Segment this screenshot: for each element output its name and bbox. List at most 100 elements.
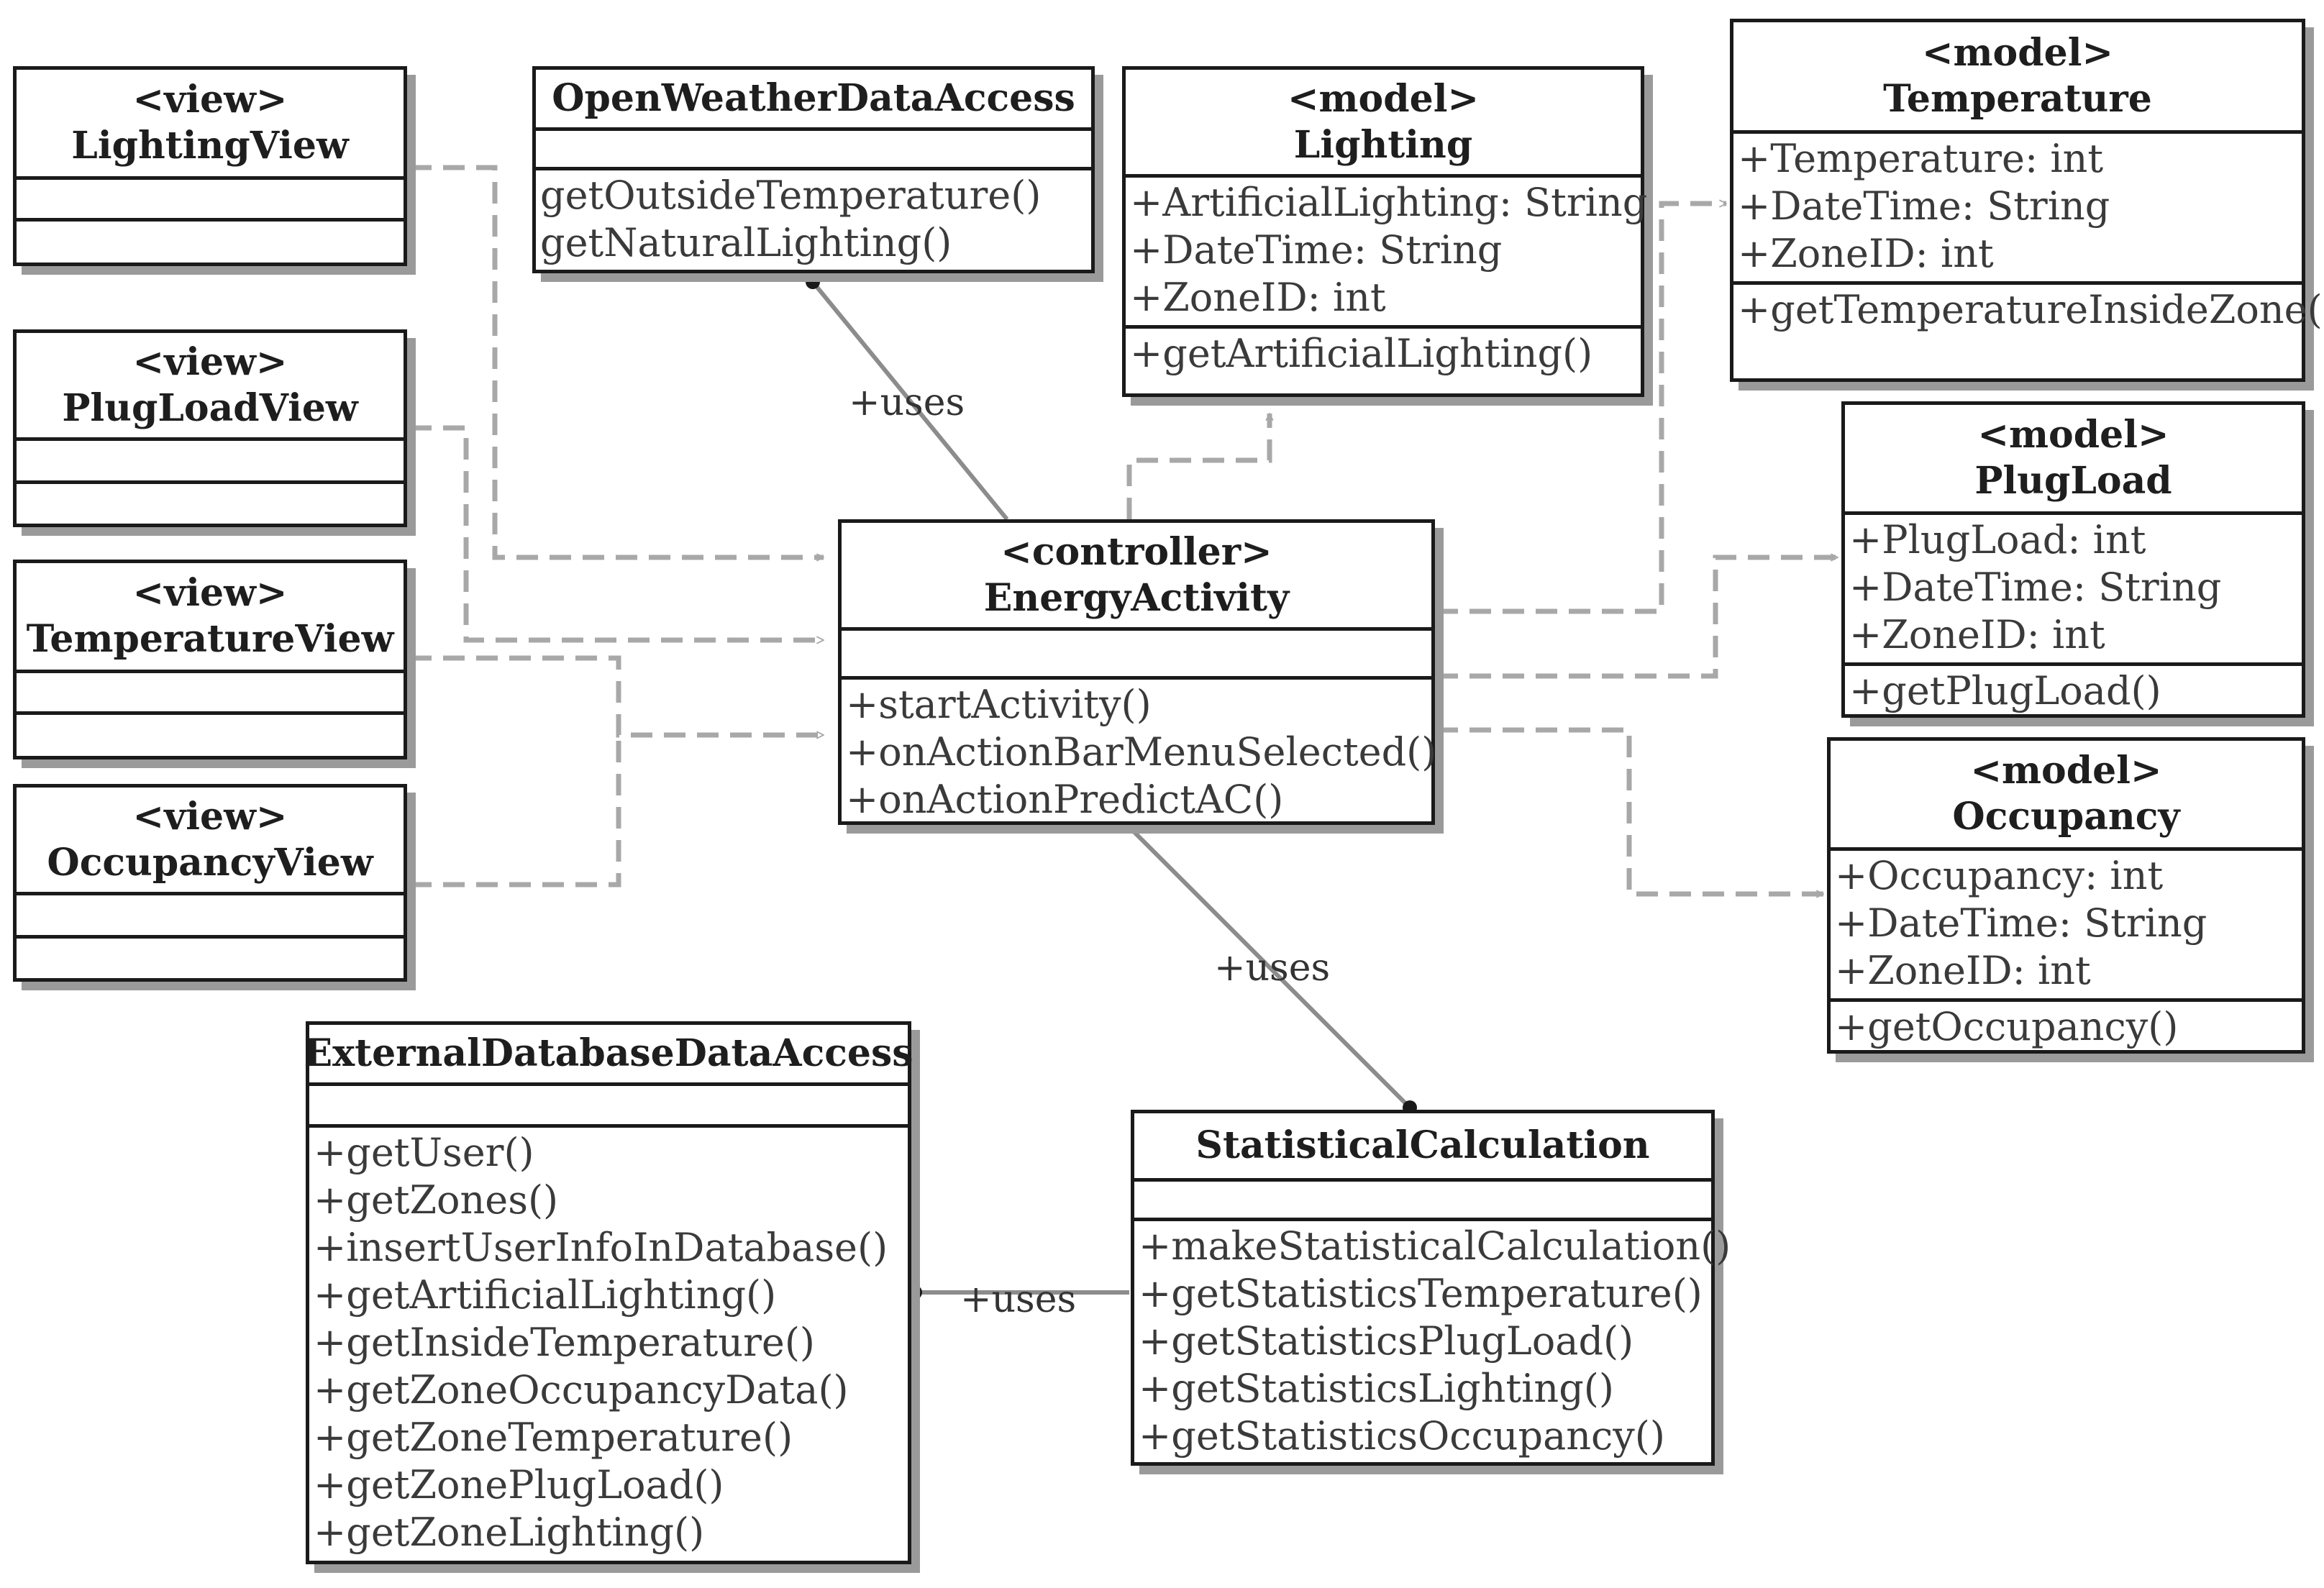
class-stereotype: <view> (132, 794, 288, 839)
class-name: Occupancy (1952, 795, 2180, 839)
class-name: OccupancyView (47, 840, 373, 885)
class-stereotype: <model> (1970, 749, 2162, 793)
class-name: TemperatureView (26, 617, 394, 661)
dependency-energyactivity-to-lighting (1126, 414, 1270, 519)
class-name: ExternalDatabaseDataAccess (304, 1031, 913, 1075)
association-end-dot (908, 1285, 922, 1300)
methods-section: +makeStatisticalCalculation() +getStatis… (1134, 1218, 1731, 1461)
class-name: OpenWeatherDataAccess (552, 76, 1075, 120)
class-lighting-model: <model> Lighting +ArtificialLighting: St… (1122, 66, 1648, 397)
association-energyactivity-openweather (811, 280, 1009, 521)
method: +getZones() (314, 1177, 559, 1223)
association-label-uses-weather: +uses (849, 381, 965, 424)
attribute: +DateTime: String (1130, 227, 1503, 273)
method: +getZoneTemperature() (314, 1415, 793, 1460)
method: getNaturalLighting() (540, 220, 952, 265)
methods-section: getOutsideTemperature() getNaturalLighti… (536, 167, 1091, 268)
attributes-section: +ArtificialLighting: String +DateTime: S… (1126, 174, 1648, 325)
methods-section (17, 218, 404, 263)
association-label-uses-statistics: +uses (1214, 946, 1331, 990)
association-end-dot (806, 275, 820, 289)
attributes-section: +Temperature: int +DateTime: String +Zon… (1733, 130, 2302, 281)
class-name: PlugLoadView (62, 385, 358, 430)
methods-section: +getOccupancy() (1831, 998, 2302, 1052)
dependency-energyactivity-to-plugload (1436, 557, 1838, 679)
class-stereotype: <view> (132, 571, 288, 615)
class-energy-activity-controller: <controller> EnergyActivity +startActivi… (838, 519, 1437, 825)
method: +getZoneLighting() (314, 1510, 705, 1555)
class-name: Lighting (1293, 122, 1473, 167)
method: +insertUserInfoInDatabase() (314, 1225, 888, 1270)
class-statistical-calculation: StatisticalCalculation +makeStatisticalC… (1131, 1110, 1731, 1466)
method: +getStatisticsLighting() (1139, 1366, 1614, 1411)
attributes-section (1134, 1178, 1711, 1218)
method: +getZonePlugLoad() (314, 1462, 724, 1507)
association-energyactivity-statistical (1127, 825, 1412, 1110)
dependency-energyactivity-to-temperature (1436, 204, 1726, 614)
methods-section: +getTemperatureInsideZone() (1733, 281, 2324, 335)
method: +getUser() (314, 1130, 534, 1175)
class-external-database-data-access: ExternalDatabaseDataAccess +getUser() +g… (304, 1021, 913, 1564)
class-name: LightingView (71, 124, 349, 168)
class-stereotype: <controller> (1001, 529, 1272, 574)
methods-section (17, 935, 404, 978)
class-occupancy-model: <model> Occupancy +Occupancy: int +DateT… (1827, 737, 2305, 1054)
attribute: +Temperature: int (1738, 136, 2104, 181)
dependency-temperatureview-to-energyactivity (410, 655, 824, 735)
dependency-lightingview-to-energyactivity (410, 165, 824, 557)
method: +getStatisticsPlugLoad() (1139, 1318, 1634, 1364)
method: +getArtificialLighting() (314, 1272, 777, 1318)
method: +getStatisticsOccupancy() (1139, 1413, 1665, 1459)
method: +getZoneOccupancyData() (314, 1367, 849, 1413)
class-temperature-view: <view> TemperatureView (13, 560, 407, 759)
dependency-occupancyview-to-energyactivity (410, 735, 621, 887)
method: +getOccupancy() (1835, 1004, 2179, 1049)
method: +getPlugLoad() (1849, 668, 2161, 713)
attribute: +ZoneID: int (1849, 612, 2105, 657)
methods-section: +getArtificialLighting() (1126, 325, 1641, 379)
attribute: +PlugLoad: int (1849, 517, 2146, 562)
attributes-section (536, 127, 1091, 167)
class-name: EnergyActivity (983, 575, 1290, 620)
method: +onActionBarMenuSelected() (846, 729, 1437, 775)
attributes-section (17, 176, 404, 218)
attribute: +Occupancy: int (1835, 853, 2164, 898)
class-open-weather-data-access: OpenWeatherDataAccess getOutsideTemperat… (532, 66, 1095, 273)
attribute: +ZoneID: int (1130, 275, 1386, 320)
attribute: +DateTime: String (1835, 900, 2207, 946)
methods-section: +getPlugLoad() (1845, 662, 2302, 716)
dependency-plugloadview-to-energyactivity (410, 425, 824, 640)
class-name: Temperature (1883, 77, 2152, 121)
class-name: StatisticalCalculation (1195, 1123, 1650, 1167)
attributes-section (17, 892, 404, 935)
class-stereotype: <model> (1977, 413, 2169, 457)
attribute: +DateTime: String (1738, 183, 2110, 229)
attribute: +ZoneID: int (1738, 231, 1994, 276)
attributes-section (309, 1082, 908, 1124)
class-temperature-model: <model> Temperature +Temperature: int +D… (1730, 19, 2324, 382)
methods-section (17, 480, 404, 524)
dependency-energyactivity-to-occupancy (1436, 727, 1823, 894)
method: getOutsideTemperature() (540, 173, 1042, 218)
class-stereotype: <model> (1921, 31, 2114, 75)
class-name: PlugLoad (1974, 459, 2172, 503)
method: +onActionPredictAC() (846, 777, 1284, 822)
class-plugload-model: <model> PlugLoad +PlugLoad: int +DateTim… (1841, 401, 2305, 718)
method: +getStatisticsTemperature() (1139, 1271, 1703, 1316)
attributes-section: +Occupancy: int +DateTime: String +ZoneI… (1831, 847, 2302, 998)
methods-section: +getUser() +getZones() +insertUserInfoIn… (309, 1124, 908, 1558)
method: +getTemperatureInsideZone() (1738, 287, 2324, 332)
attributes-section: +PlugLoad: int +DateTime: String +ZoneID… (1845, 511, 2302, 662)
class-stereotype: <model> (1287, 76, 1480, 121)
attribute: +ZoneID: int (1835, 948, 2091, 993)
attributes-section (17, 670, 404, 711)
attributes-section (842, 627, 1431, 676)
class-plugload-view: <view> PlugLoadView (13, 329, 407, 527)
class-stereotype: <view> (132, 339, 288, 384)
class-lighting-view: <view> LightingView (13, 66, 407, 266)
attribute: +ArtificialLighting: String (1130, 180, 1648, 225)
attribute: +DateTime: String (1849, 565, 2222, 610)
attributes-section (17, 437, 404, 480)
